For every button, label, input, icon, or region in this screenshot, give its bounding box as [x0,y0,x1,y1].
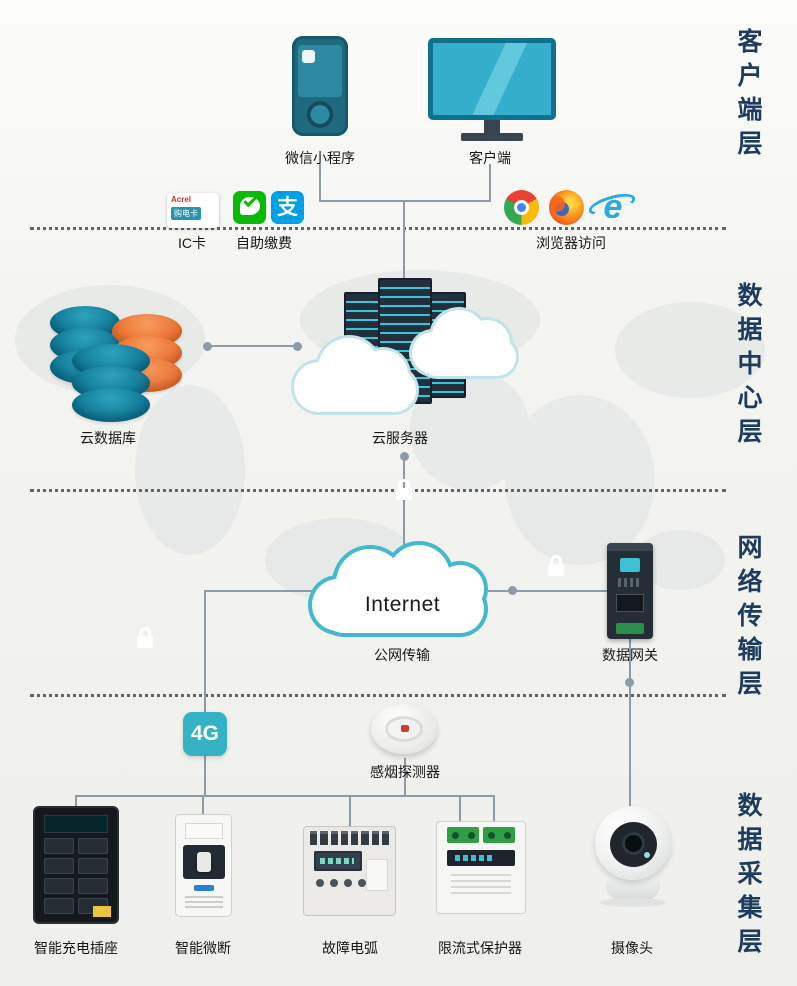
connector-line [493,795,495,823]
layer-divider [30,227,726,230]
data-gateway-label: 数据网关 [602,647,658,663]
client-label: 客户端 [469,150,511,166]
connector-line [629,639,631,809]
desktop-client-icon [428,38,556,141]
security-lock-icon [128,620,162,660]
cloud-database-icon [50,300,210,430]
layer-label-client: 客户端层 [734,28,762,164]
ic-card-text: 购电卡 [171,207,201,220]
self-pay-label: 自助缴费 [236,235,292,251]
cloud-icon [409,307,522,379]
cloud-database-label: 云数据库 [80,430,136,446]
camera-icon [592,806,674,918]
layer-label-datacenter: 数据中心层 [734,282,762,452]
layer-divider [30,694,726,697]
monitor-neck [484,120,500,133]
cloud-icon [291,332,424,416]
alipay-icon: 支 [271,191,304,224]
miniprogram-label: 微信小程序 [285,150,355,166]
connector-line [459,795,461,823]
connector-line [208,345,296,347]
security-lock-icon [387,472,421,512]
device-label: 限流式保护器 [438,940,522,956]
layer-divider [30,489,726,492]
internet-explorer-icon: e [586,188,638,226]
ic-card-label: IC卡 [178,235,206,251]
4g-badge: 4G [183,712,227,756]
device-label: 智能微断 [175,940,231,956]
ic-card-icon: Acrel 购电卡 [167,193,219,228]
browser-access-label: 浏览器访问 [536,235,606,251]
connector-line [204,590,206,714]
device-label: 故障电弧 [322,940,378,956]
arc-fault-detector-icon [303,826,396,916]
connector-line [489,164,491,202]
connector-line [403,458,405,550]
connector-line [349,795,351,828]
ie-glyph: e [603,188,623,226]
connector-line [204,590,312,592]
smart-breaker-icon [175,814,232,917]
connector-dot [203,342,212,351]
connector-dot [508,586,517,595]
connector-dot [400,452,409,461]
internet-cloud: Internet [308,541,495,637]
device-label: 摄像头 [611,940,653,956]
wechat-miniprogram-phone-icon [292,36,348,136]
data-gateway-icon [607,543,653,639]
internet-label: Internet [364,593,441,616]
security-lock-icon [539,548,573,588]
smart-charging-socket-icon [33,806,119,924]
connector-line [319,200,491,202]
smoke-detector-label: 感烟探测器 [370,764,440,780]
connector-line [319,164,321,202]
wechat-pay-icon [233,191,266,224]
connector-dot [625,678,634,687]
connector-line [486,590,608,592]
connector-line [202,795,204,816]
firefox-icon [549,190,584,225]
connector-line [204,756,206,796]
connector-dot [293,342,302,351]
connector-line [404,758,406,796]
wechat-bubble-icon [239,197,260,215]
public-transmission-label: 公网传输 [374,647,430,663]
chrome-icon [504,190,539,225]
cloud-server-label: 云服务器 [372,430,428,446]
monitor-base [461,133,523,141]
connector-line [403,200,405,282]
phone-home-button [306,101,334,128]
connector-line [75,795,77,808]
smoke-detector-icon [371,704,437,756]
layer-label-collection: 数据采集层 [734,792,762,962]
miniprogram-badge [302,50,315,63]
connector-bus-line [75,795,495,797]
device-label: 智能充电插座 [34,940,118,956]
monitor-screen [428,38,556,120]
ic-card-brand: Acrel [171,195,192,204]
current-limiting-protector-icon [436,821,526,914]
layer-label-network: 网络传输层 [734,534,762,704]
